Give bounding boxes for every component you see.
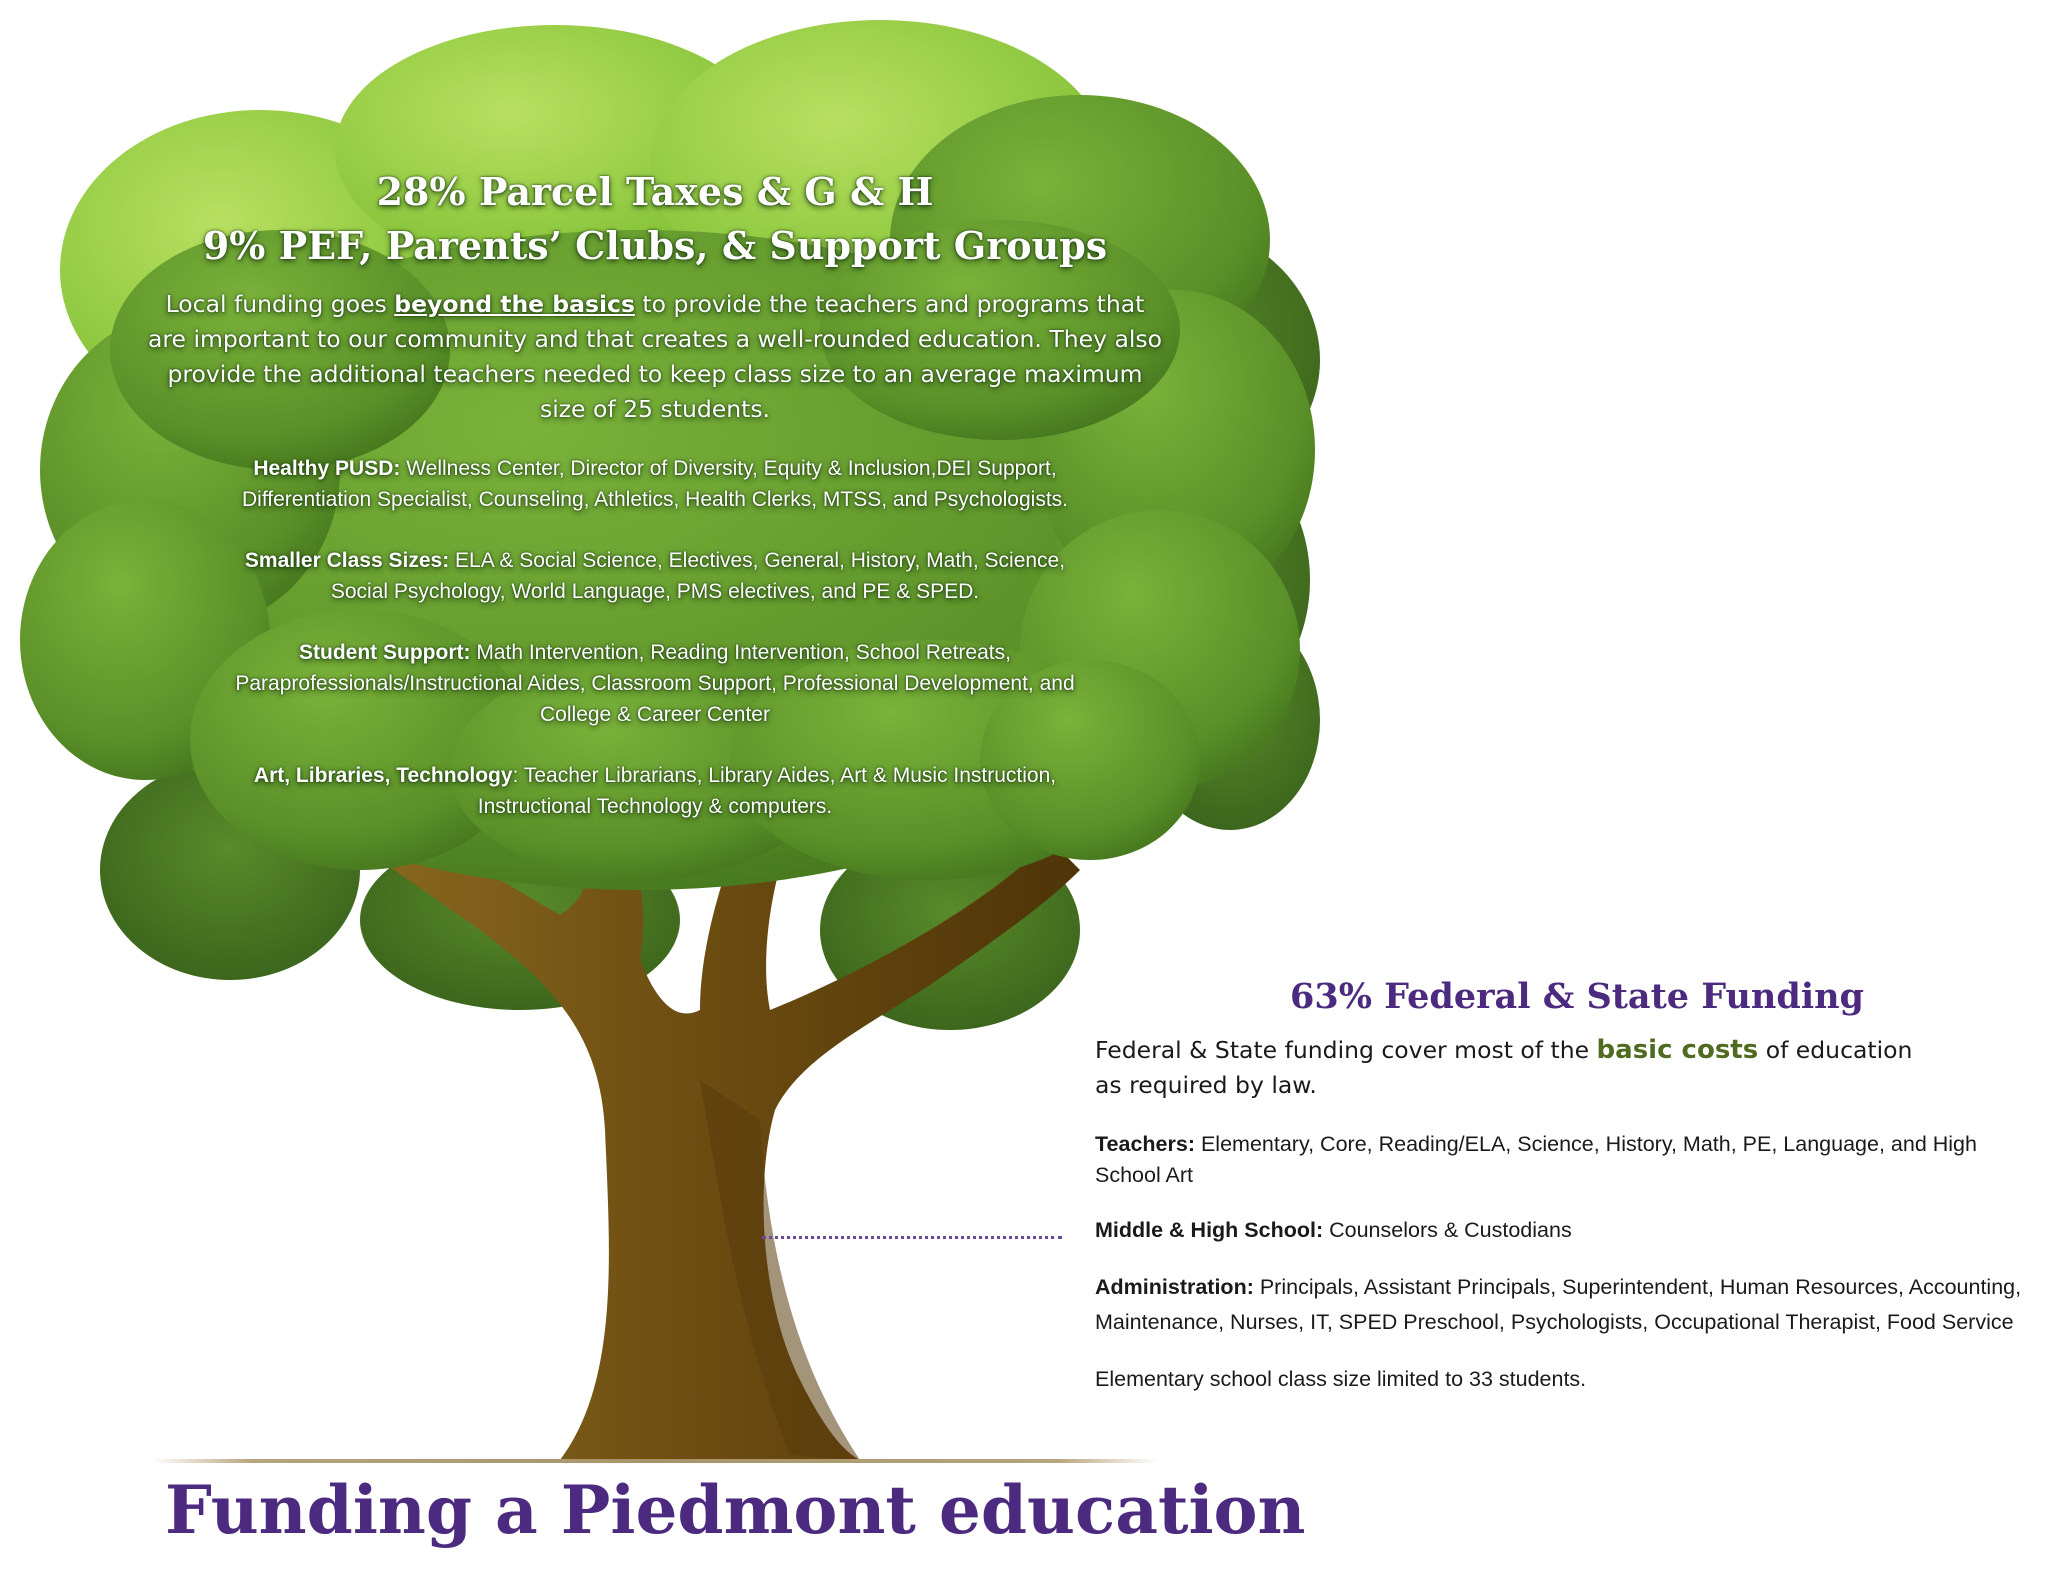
local-item-label: Healthy PUSD:	[253, 457, 401, 480]
federal-item-text: Elementary, Core, Reading/ELA, Science, …	[1095, 1132, 1977, 1187]
federal-intro-before: Federal & State funding cover most of th…	[1095, 1036, 1597, 1064]
local-item-art-libraries: Art, Libraries, Technology: Teacher Libr…	[145, 760, 1165, 822]
local-item-label: Student Support:	[299, 641, 471, 664]
tree-trunk	[350, 790, 1080, 1460]
local-intro-emphasis: beyond the basics	[394, 290, 635, 318]
federal-intro-emphasis: basic costs	[1596, 1035, 1759, 1065]
connector-dotted-line	[762, 1236, 1062, 1239]
federal-item-class-size: Elementary school class size limited to …	[1095, 1364, 2040, 1395]
federal-intro: Federal & State funding cover most of th…	[1095, 1033, 1935, 1103]
local-funding-section: 28% Parcel Taxes & G & H 9% PEF, Parents…	[145, 165, 1165, 852]
federal-item-text: Elementary school class size limited to …	[1095, 1367, 1587, 1391]
federal-funding-section: 63% Federal & State Funding Federal & St…	[1095, 975, 2040, 1419]
tree-canopy	[20, 20, 1315, 890]
local-item-text: Math Intervention, Reading Intervention,…	[235, 641, 1075, 726]
local-item-label: Art, Libraries, Technology	[253, 764, 513, 787]
local-item-text: Wellness Center, Director of Diversity, …	[242, 457, 1068, 511]
page-title: Funding a Piedmont education	[165, 1471, 1306, 1549]
local-item-label: Smaller Class Sizes:	[244, 549, 450, 572]
federal-item-label: Teachers:	[1095, 1132, 1195, 1156]
local-item-class-sizes: Smaller Class Sizes: ELA & Social Scienc…	[145, 545, 1165, 607]
federal-intro-after: of education as required by law.	[1095, 1036, 1913, 1099]
local-intro-after: to provide the teachers and programs tha…	[147, 290, 1163, 423]
federal-item-administration: Administration: Principals, Assistant Pr…	[1095, 1270, 2040, 1340]
federal-item-text: Counselors & Custodians	[1323, 1218, 1572, 1242]
local-item-text: ELA & Social Science, Electives, General…	[330, 549, 1066, 603]
local-intro: Local funding goes beyond the basics to …	[145, 287, 1165, 427]
federal-item-label: Administration:	[1095, 1275, 1254, 1299]
local-item-text: : Teacher Librarians, Library Aides, Art…	[477, 764, 1057, 818]
local-heading-line2: 9% PEF, Parents’ Clubs, & Support Groups	[202, 223, 1108, 268]
local-intro-before: Local funding goes	[165, 290, 395, 318]
federal-item-text: Principals, Assistant Principals, Superi…	[1095, 1275, 2022, 1334]
federal-item-middle-high: Middle & High School: Counselors & Custo…	[1095, 1215, 2040, 1246]
federal-item-teachers: Teachers: Elementary, Core, Reading/ELA,…	[1095, 1129, 2040, 1191]
federal-heading: 63% Federal & State Funding	[1290, 976, 1865, 1017]
local-item-student-support: Student Support: Math Intervention, Read…	[145, 637, 1165, 730]
local-heading-line1: 28% Parcel Taxes & G & H	[376, 169, 934, 214]
federal-item-label: Middle & High School:	[1095, 1218, 1324, 1242]
local-item-healthy-pusd: Healthy PUSD: Wellness Center, Director …	[145, 453, 1165, 515]
ground-line	[152, 1459, 1158, 1463]
